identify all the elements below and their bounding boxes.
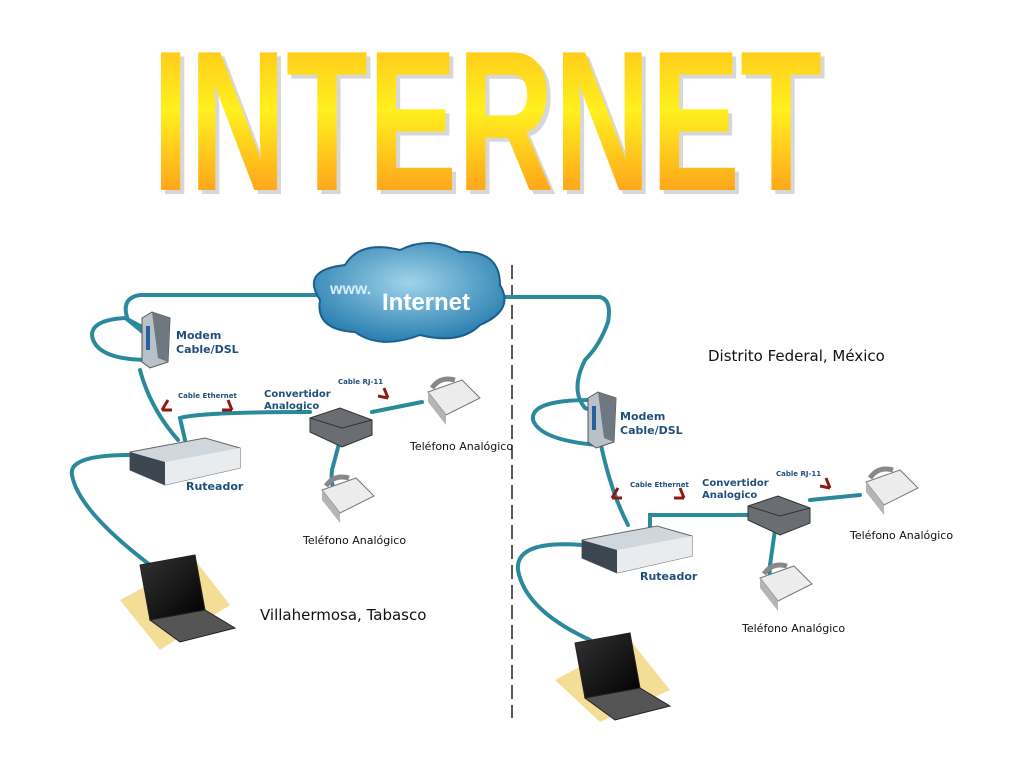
right-location: Distrito Federal, México [708,347,885,365]
left-arrow-2 [222,399,234,412]
left-modem-label-1: Modem [176,329,221,342]
right-arrow-1 [610,487,622,500]
right-modem-label-2: Cable/DSL [620,424,683,437]
right-laptop [555,632,672,722]
left-converter [309,407,373,448]
right-converter-label-1: Convertidor [702,478,769,489]
left-router [129,437,241,486]
cloud-label: Internet [382,289,470,316]
left-phone-bottom-label: Teléfono Analógico [302,534,406,547]
page-title: INTERNET [156,14,826,204]
left-modem-label-2: Cable/DSL [176,343,239,356]
left-modem [141,311,171,369]
left-router-label: Ruteador [186,480,244,493]
right-modem-label-1: Modem [620,410,665,423]
title-banner: INTERNET INTERNET [152,14,826,204]
right-arrow-3 [819,477,832,490]
page-title-fill: INTERNET [152,14,822,204]
right-phone-bottom [759,562,813,611]
right-cables [498,295,862,642]
left-phone-top-label: Teléfono Analógico [409,440,513,453]
right-converter [747,495,811,536]
left-converter-label-2: Analogico [264,401,319,412]
left-converter-label-1: Convertidor [264,389,331,400]
right-phone-bottom-label: Teléfono Analógico [741,622,845,635]
left-phone-top [427,376,481,425]
right-rj11-label: Cable RJ-11 [776,470,821,478]
left-rj11-label: Cable RJ-11 [338,378,383,386]
left-cables [69,293,424,567]
right-phone-top-label: Teléfono Analógico [849,529,953,542]
left-phone-bottom [321,474,375,523]
left-location: Villahermosa, Tabasco [260,606,426,624]
left-ethernet-label: Cable Ethernet [178,392,237,400]
right-ethernet-label: Cable Ethernet [630,481,689,489]
right-router [581,525,693,574]
left-laptop [120,554,237,650]
right-phone-top [865,466,919,515]
left-arrow-3 [377,387,390,400]
cloud-www: www. [329,281,371,298]
right-router-label: Ruteador [640,570,698,583]
left-arrow-1 [160,399,172,412]
right-arrow-2 [674,487,686,500]
right-modem [587,391,617,449]
internet-cloud: www. Internet [312,241,506,343]
right-converter-label-2: Analogico [702,490,757,501]
